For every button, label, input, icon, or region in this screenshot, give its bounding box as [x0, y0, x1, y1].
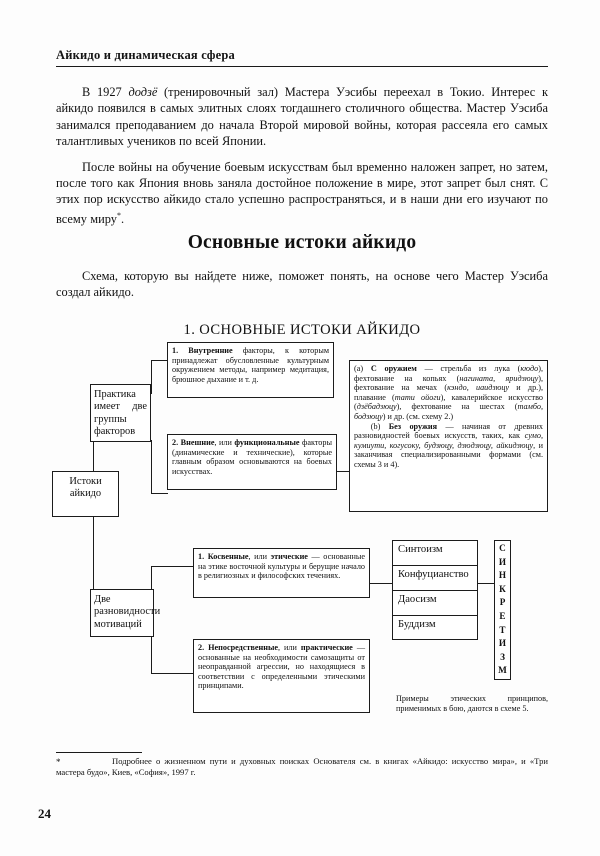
- paragraph-2: После войны на обучение боевым искусства…: [56, 159, 548, 226]
- syncretism-letter: З: [500, 651, 505, 662]
- node-root[interactable]: Истоки айкидо: [52, 471, 119, 517]
- religion-item[interactable]: Буддизм: [392, 615, 478, 640]
- footnote-marker: *: [56, 757, 61, 767]
- node-direct-motivation[interactable]: 2. Непосредственные, или практические — …: [193, 639, 370, 713]
- syncretism-letter: М: [498, 665, 507, 676]
- syncretism-letter: Т: [499, 624, 506, 635]
- connector-motivation-to-indirect: [151, 566, 194, 568]
- syncretism-letter: С: [499, 543, 506, 553]
- syncretism-letter: Н: [498, 570, 507, 581]
- religion-item[interactable]: Конфуцианство: [392, 565, 478, 590]
- connector-root-up: [93, 413, 95, 471]
- syncretism-letter: И: [498, 638, 507, 649]
- footnote-text: Подробнее о жизненном пути и духовных по…: [56, 756, 548, 778]
- node-practice-factors[interactable]: Практика имеет две группы факторов: [90, 384, 151, 442]
- connector-indirect-to-religions: [370, 583, 392, 585]
- body-text-column: В 1927 додзё (тренировочный зал) Мастера…: [56, 84, 548, 236]
- node-martial-arts[interactable]: (a) С оружием — стрельба из лука (кюдо),…: [349, 360, 548, 512]
- scheme-title: 1. ОСНОВНЫЕ ИСТОКИ АЙКИДО: [183, 322, 421, 338]
- religion-item[interactable]: Синтоизм: [392, 540, 478, 565]
- paragraph-1: В 1927 додзё (тренировочный зал) Мастера…: [56, 85, 548, 149]
- syncretism-letter: И: [498, 556, 507, 567]
- running-head-rule: [56, 66, 548, 67]
- connector-practice-up: [151, 360, 153, 394]
- syncretism-letter: Е: [499, 610, 506, 621]
- connector-external-to-martial: [337, 471, 350, 473]
- node-external-factors[interactable]: 2. Внешние, или функциональные факторы (…: [167, 434, 337, 490]
- footnote: * Подробнее о жизненном пути и духовных …: [56, 756, 548, 779]
- node-indirect-motivation[interactable]: 1. Косвенные, или этические — основанные…: [193, 548, 370, 598]
- connector-motivation-to-direct: [151, 673, 194, 675]
- node-internal-factors[interactable]: 1. Внутренние факторы, к которым принадл…: [167, 342, 334, 398]
- section-heading: Основные истоки айкидо: [187, 232, 417, 253]
- footnote-rule: [56, 752, 142, 753]
- religion-item[interactable]: Даосизм: [392, 590, 478, 615]
- connector-practice-to-internal: [151, 360, 168, 362]
- page-number: 24: [38, 806, 51, 821]
- running-head: Айкидо и динамическая сфера: [56, 48, 548, 67]
- running-head-text: Айкидо и динамическая сфера: [56, 48, 235, 62]
- connector-practice-to-external: [151, 493, 168, 495]
- connector-motivation-up: [151, 566, 153, 608]
- syncretism-letter: Р: [499, 597, 506, 608]
- connector-root-down: [93, 546, 95, 597]
- node-motivation-types[interactable]: Две разновидности мотиваций: [90, 589, 160, 637]
- syncretism-letter: К: [499, 583, 506, 594]
- scheme-note: Примеры этических принципов, применимых …: [396, 694, 548, 713]
- connector-motivation-down: [151, 630, 153, 674]
- lead-paragraph: Схема, которую вы найдете ниже, поможет …: [56, 269, 548, 300]
- connector-practice-down: [151, 440, 153, 494]
- connector-religions-to-syncretism: [478, 583, 494, 585]
